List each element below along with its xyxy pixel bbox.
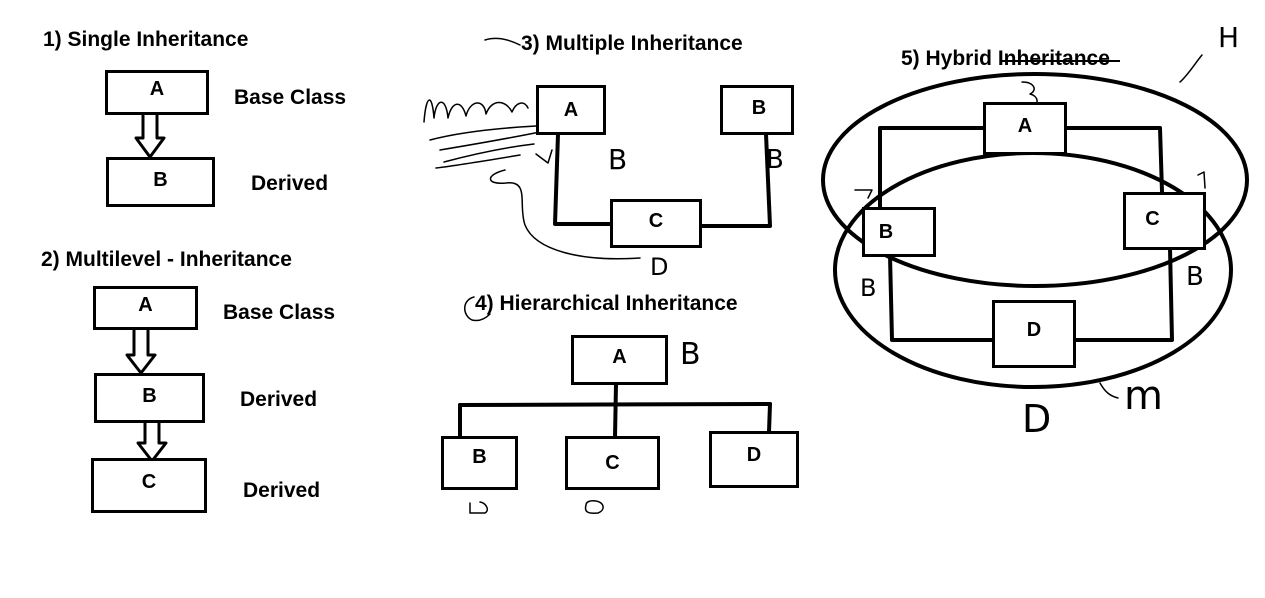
scribble-mark [854, 189, 873, 199]
scribble-mark [469, 501, 488, 514]
title-strikethrough [1000, 60, 1120, 62]
box-single-a: A [105, 70, 209, 115]
handwritten-mark: H [1218, 21, 1240, 54]
scribble-mark [439, 131, 541, 151]
scribble-mark [1197, 171, 1206, 189]
handwritten-mark: D [650, 253, 669, 281]
box-hierarchical-a: A [571, 335, 668, 385]
section-title-hybrid: 5) Hybrid Inheritance [901, 47, 1110, 70]
box-label: C [1145, 207, 1160, 230]
label-derived: Derived [251, 172, 329, 195]
handwritten-mark: m [1124, 373, 1163, 419]
box-hybrid-d: D [992, 300, 1076, 368]
box-hierarchical-c: C [565, 436, 660, 490]
line-hybrid-c-to-d [1073, 246, 1174, 342]
hybrid-ellipse-upper [821, 72, 1249, 288]
handwritten-mark: B [1186, 262, 1204, 292]
arrow-multilevel-a-to-b [125, 328, 157, 375]
line-hierarchical-to-d [767, 402, 772, 434]
scribble-mark [535, 149, 553, 164]
box-label: A [138, 293, 153, 316]
label-base-class: Base Class [223, 301, 336, 324]
handwritten-mark: B [860, 274, 877, 302]
scribble-mark [1179, 54, 1203, 83]
box-label: C [648, 210, 664, 232]
box-hybrid-a: A [983, 102, 1067, 155]
label-base-class: Base Class [234, 86, 347, 109]
box-hybrid-c: C [1123, 192, 1206, 250]
box-label: A [612, 345, 627, 368]
box-label: B [153, 168, 168, 191]
arrow-multilevel-b-to-c [136, 421, 168, 463]
box-label: A [1017, 115, 1033, 137]
scribble-mark [435, 154, 521, 169]
box-multiple-c: C [610, 199, 702, 248]
scribble-mark [584, 500, 604, 514]
box-multiple-a: A [536, 85, 606, 135]
scribble-mark [489, 169, 641, 260]
box-multiple-b: B [720, 85, 794, 135]
line-hybrid-a-to-b [878, 126, 987, 210]
box-hybrid-b: B [862, 207, 936, 257]
section-title-single: 1) Single Inheritance [43, 28, 249, 51]
handwritten-mark: D [1022, 397, 1052, 441]
scribble-mark [484, 37, 521, 46]
box-label: B [751, 96, 767, 119]
handwritten-mark: B [680, 337, 701, 372]
line-hybrid-b-to-d [888, 253, 996, 342]
box-label: C [141, 471, 157, 493]
box-label: D [1026, 318, 1042, 341]
label-derived: Derived [243, 479, 321, 502]
scribble-mark [429, 125, 537, 141]
scribble-mark [423, 99, 529, 123]
section-title-multiple: 3) Multiple Inheritance [521, 32, 743, 55]
section-title-hierarchical: 4) Hierarchical Inheritance [475, 292, 738, 315]
label-derived: Derived [240, 388, 318, 411]
scribble-mark [464, 296, 491, 322]
line-hierarchical-a-down [613, 382, 618, 439]
box-label: A [563, 98, 579, 121]
box-label: B [878, 220, 894, 243]
scribble-mark [443, 143, 535, 163]
scribble-mark [1099, 382, 1119, 399]
box-hierarchical-d: D [709, 431, 799, 488]
box-multilevel-b: B [94, 373, 205, 423]
box-label: C [605, 451, 620, 474]
box-single-b: B [106, 157, 215, 207]
section-title-multilevel: 2) Multilevel - Inheritance [41, 248, 292, 271]
arrow-single-a-to-b [134, 112, 166, 159]
box-multilevel-c: C [91, 458, 207, 513]
line-multiple-b-to-c [698, 132, 772, 228]
box-label: B [142, 384, 157, 407]
box-label: D [746, 444, 762, 466]
line-multiple-a-to-c [553, 132, 614, 226]
handwritten-mark: B [766, 145, 784, 175]
box-multilevel-a: A [93, 286, 198, 330]
line-hybrid-a-to-c [1063, 126, 1164, 194]
handwritten-mark: B [608, 143, 628, 176]
box-label: A [149, 78, 165, 100]
box-label: B [472, 445, 487, 468]
box-hierarchical-b: B [441, 436, 518, 490]
